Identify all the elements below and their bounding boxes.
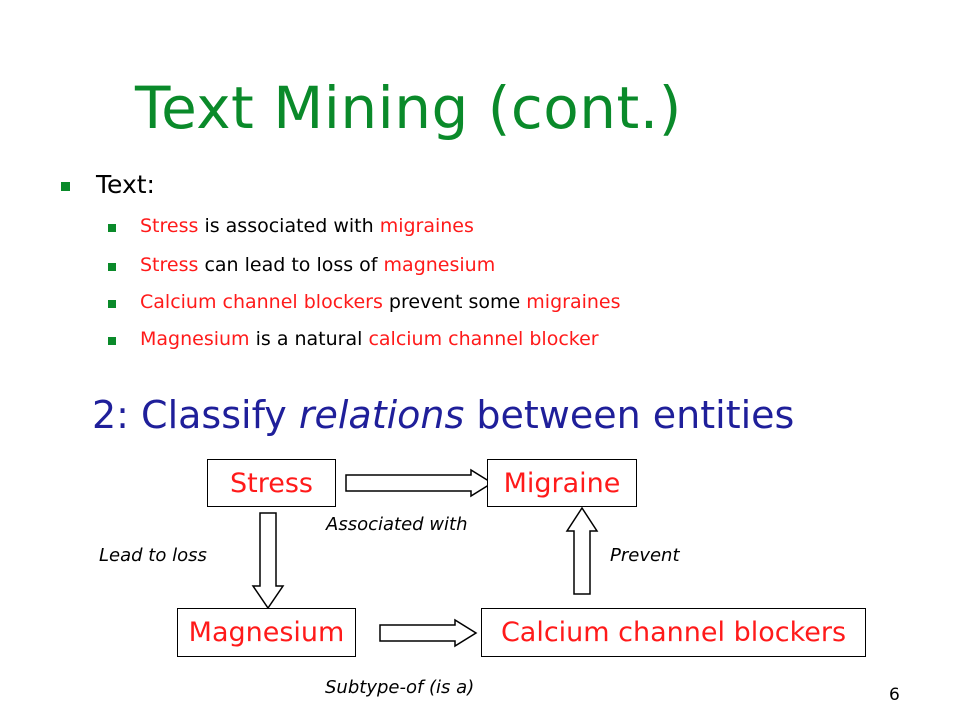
arrow-lead-to-loss [251, 512, 285, 610]
edge-label-prevent: Prevent [610, 545, 680, 566]
bullet-marker [108, 224, 116, 232]
line-segment: Calcium channel blockers [140, 291, 383, 313]
line-segment: is associated with [198, 215, 380, 237]
line-segment: Stress [140, 215, 199, 237]
arrow-prevent [565, 506, 599, 595]
node-stress: Stress [207, 459, 336, 507]
line-segment: prevent some [382, 291, 527, 313]
subtitle-emphasis: relations [298, 393, 465, 437]
arrow-associated-with [345, 468, 494, 498]
section-subtitle: 2: Classify relations between entities [92, 393, 794, 437]
line-segment: can lead to loss of [198, 254, 384, 276]
edge-label-associated-with: Associated with [326, 514, 468, 535]
node-calcium-channel-blockers: Calcium channel blockers [481, 608, 866, 657]
bullet-marker [108, 263, 116, 271]
node-magnesium: Magnesium [177, 608, 356, 657]
node-migraine: Migraine [487, 459, 637, 507]
bullet-marker [61, 182, 70, 191]
subtitle-after: between entities [464, 393, 795, 437]
text-line: Stress is associated with migraines [140, 215, 474, 237]
arrow-subtype-of [379, 618, 478, 648]
text-heading: Text: [96, 170, 155, 199]
slide-title: Text Mining (cont.) [135, 74, 682, 142]
line-segment: magnesium [383, 254, 496, 276]
text-line: Stress can lead to loss of magnesium [140, 254, 495, 276]
bullet-marker [108, 337, 116, 345]
line-segment: Stress [140, 254, 199, 276]
line-segment: migraines [379, 215, 474, 237]
edge-label-subtype-of: Subtype-of (is a) [325, 677, 475, 698]
subtitle-before: 2: Classify [92, 393, 299, 437]
line-segment: is a natural [249, 328, 369, 350]
page-number: 6 [889, 685, 900, 705]
text-line: Calcium channel blockers prevent some mi… [140, 291, 621, 313]
line-segment: calcium channel blocker [368, 328, 599, 350]
bullet-marker [108, 300, 116, 308]
text-line: Magnesium is a natural calcium channel b… [140, 328, 599, 350]
line-segment: Magnesium [140, 328, 250, 350]
edge-label-lead-to-loss: Lead to loss [99, 545, 207, 566]
line-segment: migraines [526, 291, 621, 313]
